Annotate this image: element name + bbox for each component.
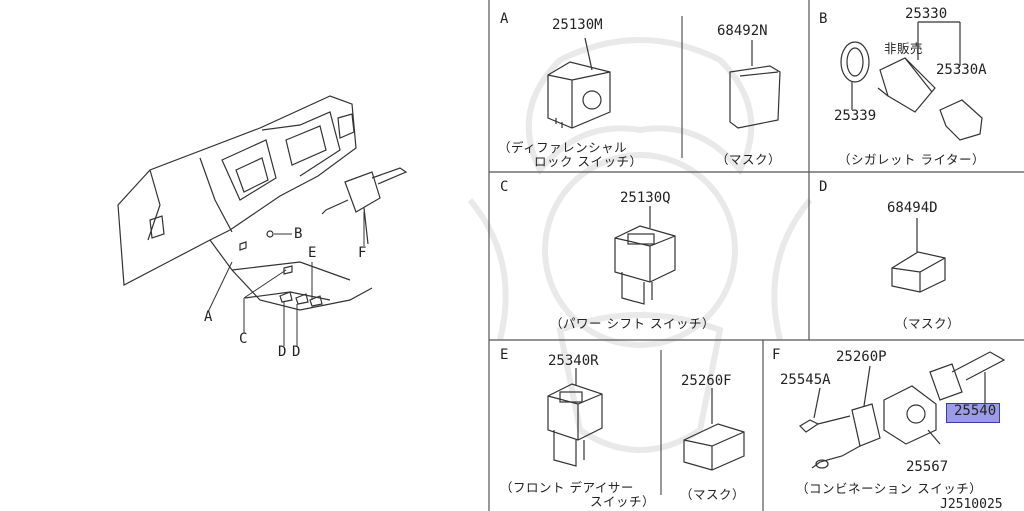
callout-f: F [358, 245, 367, 261]
part-25339[interactable]: 25339 [834, 108, 877, 124]
diagram-code: J2510025 [940, 497, 1003, 511]
callout-d-1: D [278, 344, 287, 360]
overview-leader-lines [207, 212, 365, 346]
part-25567[interactable]: 25567 [906, 459, 949, 475]
front-deicer-label-line1: （フロント デアイサー [500, 480, 634, 495]
callout-a: A [204, 309, 213, 325]
mask-68492n-drawing [729, 40, 781, 129]
mask-25260f-drawing [683, 388, 745, 471]
part-25130q[interactable]: 25130Q [620, 190, 671, 206]
dashboard-drawing [117, 95, 408, 311]
not-for-sale-note: 非販売 [884, 41, 924, 56]
part-25545a[interactable]: 25545A [780, 372, 831, 388]
combination-switch-drawing [799, 351, 1006, 469]
part-25340r[interactable]: 25340R [548, 353, 599, 369]
cigarette-lighter-label: （シガレット ライター） [838, 152, 985, 167]
panel-f-letter: F [772, 347, 781, 363]
front-deicer-switch-drawing [547, 368, 603, 467]
diff-lock-label-line2: ロック スイッチ） [534, 154, 643, 169]
combination-switch-label: （コンビネーション スイッチ） [796, 481, 983, 496]
power-shift-switch-label: （パワー シフト スイッチ） [550, 316, 715, 331]
panel-c-letter: C [500, 179, 509, 195]
part-highlight [946, 403, 1000, 423]
part-25330[interactable]: 25330 [905, 6, 948, 22]
part-25260f[interactable]: 25260F [681, 373, 732, 389]
part-25540[interactable]: 25540 [954, 403, 997, 419]
cigarette-lighter-drawing [840, 21, 983, 141]
watermark-emblem [467, 37, 813, 453]
callout-d-2: D [292, 344, 301, 360]
part-25330a[interactable]: 25330A [936, 62, 987, 78]
diff-lock-switch-drawing [547, 37, 611, 129]
panel-a-letter: A [500, 11, 509, 27]
part-68492n[interactable]: 68492N [717, 23, 768, 39]
panel-d-letter: D [819, 179, 828, 195]
power-shift-switch-drawing [614, 206, 676, 305]
part-68494d[interactable]: 68494D [887, 200, 938, 216]
part-25260p[interactable]: 25260P [836, 349, 887, 365]
front-deicer-label-line2: スイッチ） [590, 494, 656, 509]
callout-b: B [294, 226, 303, 242]
callout-e: E [308, 245, 317, 261]
part-25130m[interactable]: 25130M [552, 17, 603, 33]
mask-label-e: （マスク） [680, 487, 746, 502]
panel-e-letter: E [500, 347, 509, 363]
panel-frames [488, 0, 1024, 511]
mask-label-d: （マスク） [895, 316, 961, 331]
diff-lock-label-line1: （ディファレンシャル [498, 140, 628, 155]
callout-c: C [239, 331, 248, 347]
mask-label-a: （マスク） [716, 152, 782, 167]
mask-68494d-drawing [891, 218, 946, 293]
panel-b-letter: B [819, 11, 828, 27]
